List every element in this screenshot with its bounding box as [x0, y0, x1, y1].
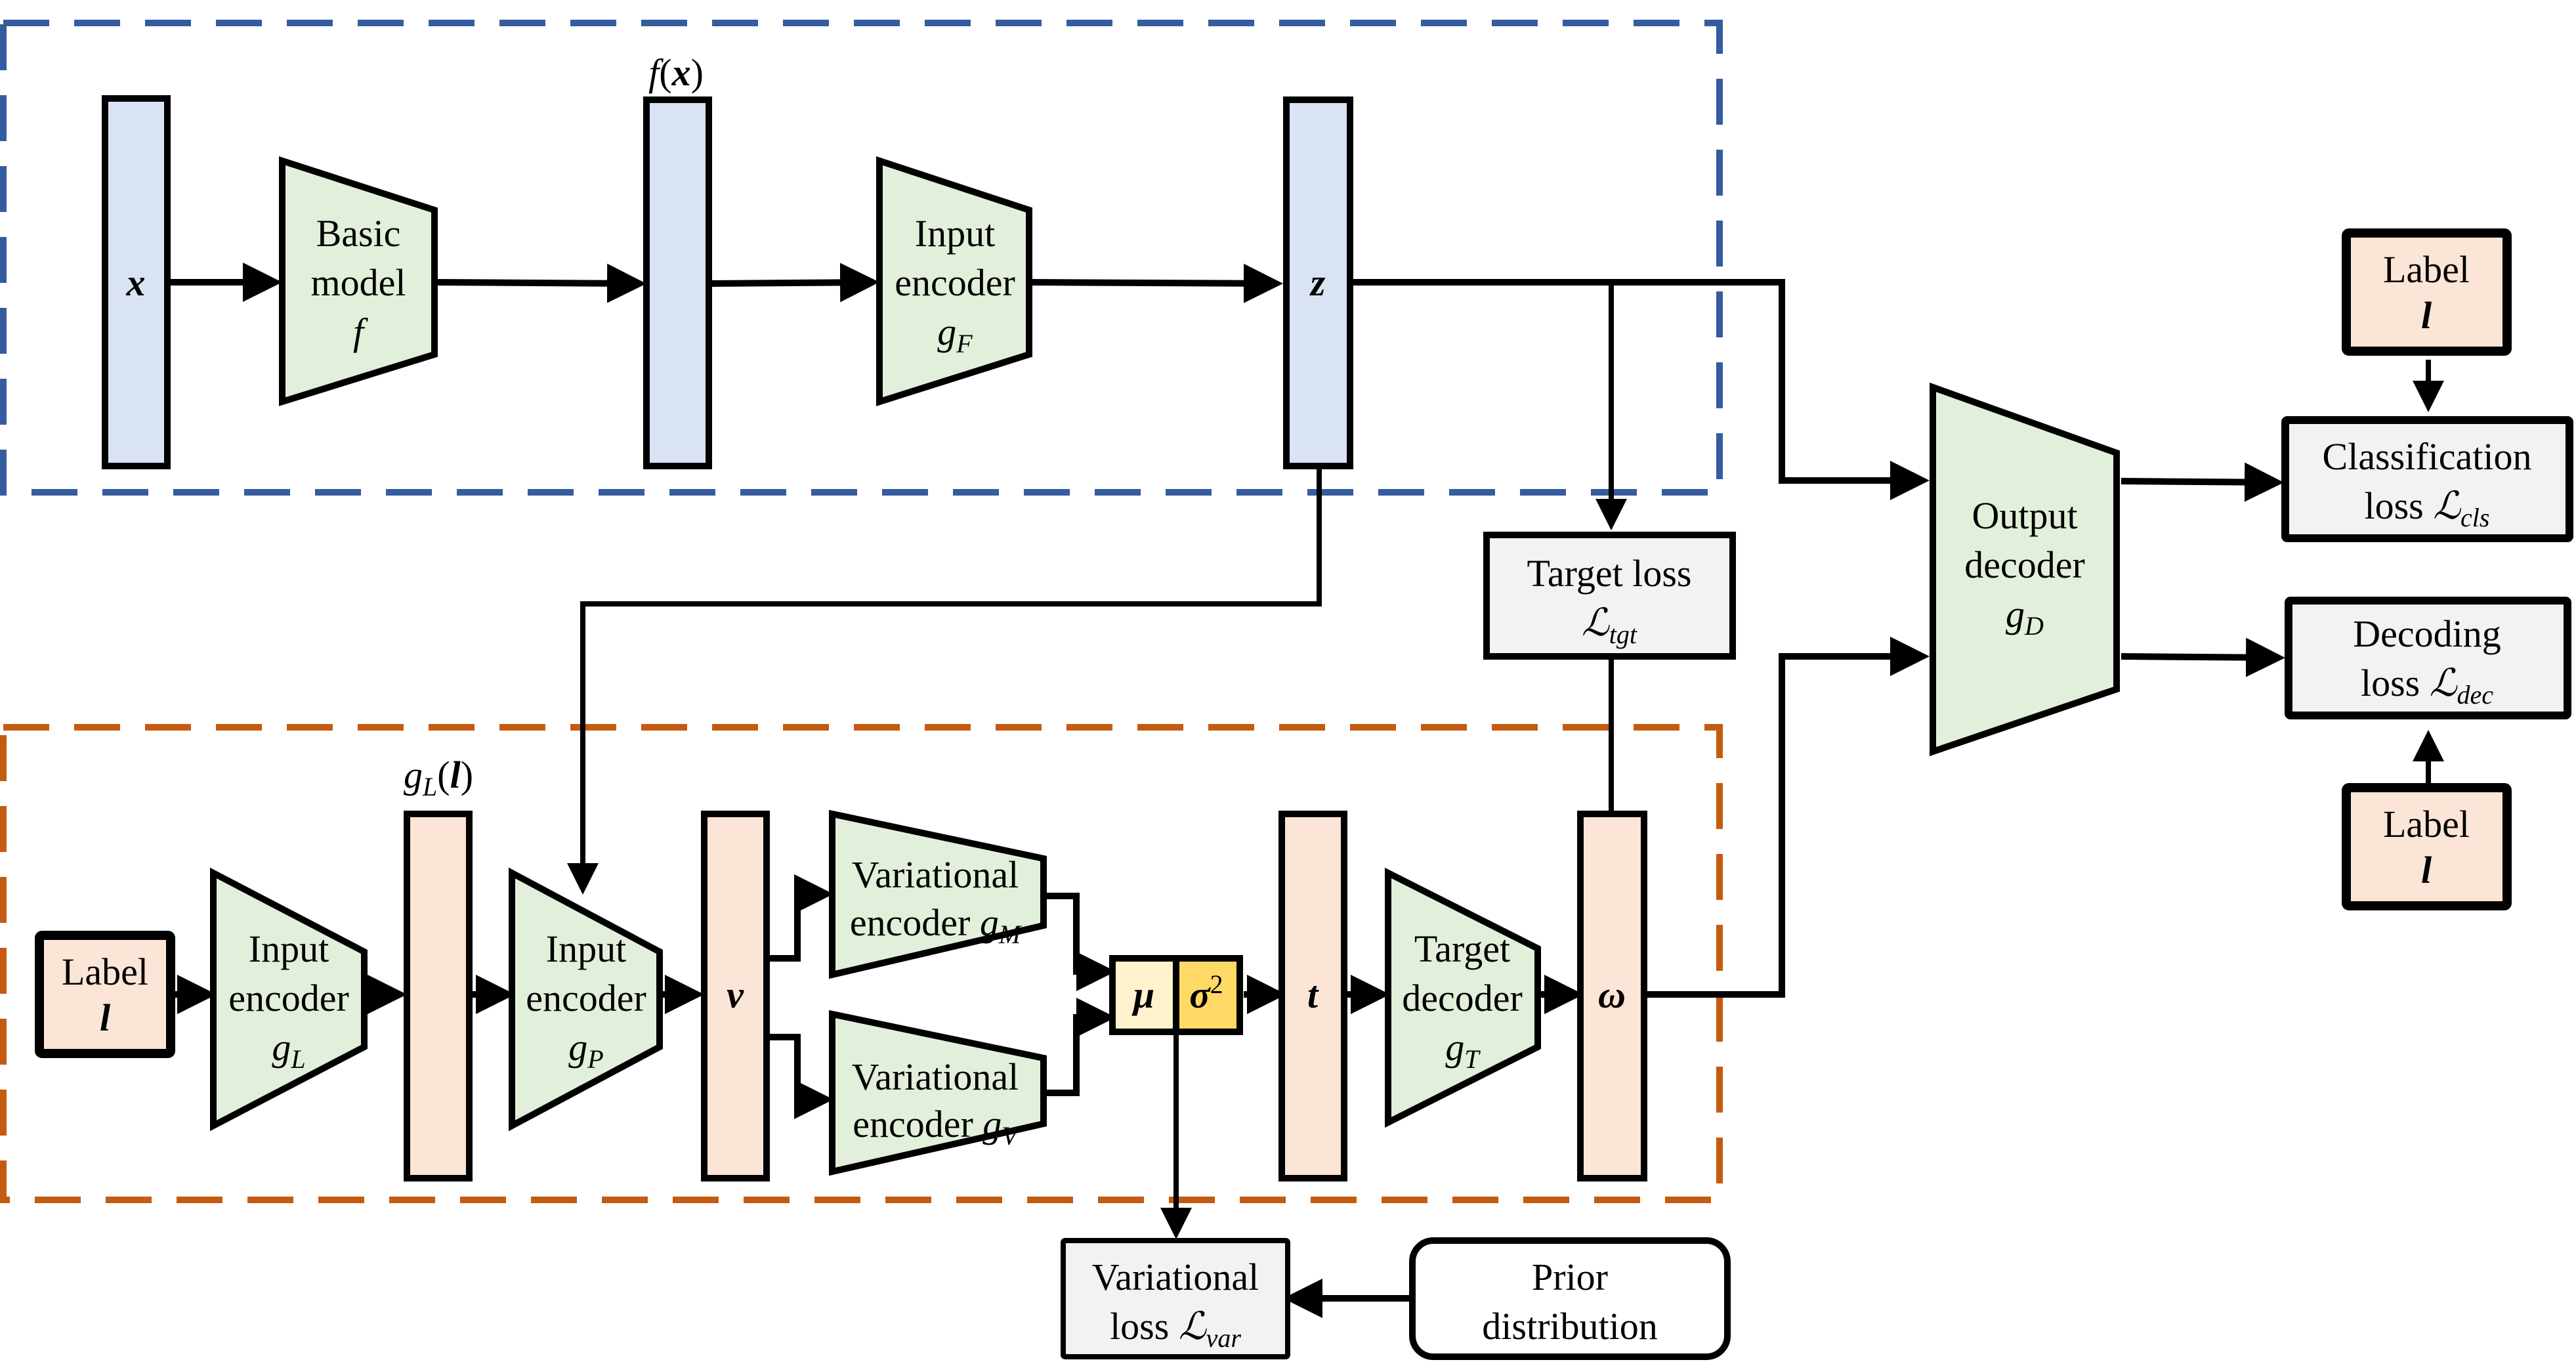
line-z-to-decoder-top: [1353, 279, 1930, 500]
label-branch-group: [0, 724, 1723, 1203]
label-top-line1: Label: [2383, 248, 2470, 291]
fx-caption: f(x): [648, 51, 704, 94]
input-encoder-l: Input encoder gL: [210, 867, 368, 1132]
variational-loss: Variational loss ℒvar: [1061, 1238, 1290, 1359]
varloss-line1: Variational: [1092, 1256, 1259, 1298]
x-label: x: [126, 261, 146, 304]
arrow-varm-to-mu: [1044, 893, 1116, 991]
decoding-loss: Decoding loss ℒdec: [2285, 597, 2571, 719]
input-encoder-p: Input encoder gP: [509, 867, 663, 1132]
targetdec-line2: decoder: [1402, 977, 1523, 1019]
label-left-line1: Label: [62, 950, 148, 993]
target-loss: Target loss ℒtgt: [1483, 532, 1736, 660]
varm-line1: Variational: [852, 853, 1019, 896]
output-decoder-line1: Output: [1972, 494, 2077, 537]
gl-caption: gL(l): [404, 754, 473, 801]
mu-label: μ: [1131, 973, 1154, 1016]
encp-symbol: gP: [568, 1026, 603, 1074]
encl-line2: encoder: [228, 977, 349, 1019]
mu-sigma-block: μ σ2: [1109, 955, 1243, 1035]
basic-model-line2: model: [311, 261, 406, 304]
classification-loss: Classification loss ℒcls: [2281, 416, 2573, 542]
node-fx: f(x): [643, 51, 712, 469]
node-omega: ω: [1577, 811, 1647, 1181]
label-bottom-line1: Label: [2383, 803, 2470, 845]
node-v: ν: [701, 811, 770, 1181]
line-z-to-encp: [567, 467, 1322, 895]
arrow-encf-to-z: [1028, 263, 1283, 303]
cls-loss-line1: Classification: [2323, 435, 2532, 478]
target-decoder: Target decoder gT: [1385, 867, 1541, 1128]
label-bottom-symbol: l: [2421, 849, 2432, 891]
label-left: Label l: [35, 931, 175, 1058]
node-gl: gL(l): [404, 754, 473, 1181]
basic-model: Basic model f: [279, 156, 438, 406]
varv-line2: encoder gV: [853, 1103, 1021, 1151]
node-z: z: [1283, 96, 1353, 469]
z-label: z: [1309, 261, 1326, 304]
encp-line1: Input: [546, 927, 626, 970]
line-omega-to-decoder-bottom: [1647, 637, 1930, 998]
connectors: [169, 263, 2444, 1318]
node-t: t: [1278, 811, 1347, 1181]
encl-symbol: gL: [272, 1026, 305, 1074]
arrow-decoder-to-cls: [2121, 462, 2284, 502]
arrow-fx-to-encf: [710, 263, 879, 303]
variational-encoder-v: Variational encoder gV: [829, 1010, 1047, 1176]
varm-line2: encoder gM: [850, 901, 1023, 949]
basic-model-line1: Basic: [316, 212, 401, 255]
dec-loss-line2: loss ℒdec: [2361, 662, 2493, 710]
varloss-line2: loss ℒvar: [1110, 1305, 1241, 1353]
target-loss-symbol: ℒtgt: [1582, 601, 1637, 649]
prior-line2: distribution: [1482, 1305, 1657, 1348]
output-decoder-symbol: gD: [2006, 593, 2044, 641]
output-decoder-line2: decoder: [1964, 543, 2085, 586]
arrow-decoder-to-dec: [2121, 637, 2285, 677]
targetdec-symbol: gT: [1445, 1026, 1481, 1074]
targetdec-line1: Target: [1414, 927, 1510, 970]
label-top: Label l: [2342, 228, 2512, 356]
node-x: x: [102, 95, 171, 469]
encf-line1: Input: [915, 212, 995, 255]
input-encoder-f: Input encoder gF: [876, 156, 1032, 406]
arrow-v-to-varv: [768, 1034, 834, 1119]
arrow-v-to-varm: [768, 874, 834, 962]
prior-line1: Prior: [1532, 1256, 1608, 1298]
arrow-basic-to-fx: [434, 263, 646, 303]
variational-encoder-m: Variational encoder gM: [829, 809, 1047, 979]
label-left-symbol: l: [100, 996, 111, 1039]
omega-label: ω: [1598, 973, 1626, 1016]
label-bottom: Label l: [2342, 783, 2512, 910]
label-top-symbol: l: [2421, 294, 2432, 337]
output-decoder: Output decoder gD: [1930, 382, 2120, 756]
varv-line1: Variational: [852, 1055, 1019, 1098]
arrow-varv-to-mu: [1044, 998, 1116, 1096]
encf-line2: encoder: [895, 261, 1015, 304]
dec-loss-line1: Decoding: [2353, 612, 2501, 655]
prior-distribution: Prior distribution: [1409, 1237, 1731, 1360]
target-loss-line1: Target loss: [1527, 552, 1691, 595]
encf-symbol: gF: [937, 310, 973, 358]
v-label: ν: [727, 973, 744, 1016]
encp-line2: encoder: [526, 977, 646, 1019]
encl-line1: Input: [249, 927, 329, 970]
t-label: t: [1307, 973, 1319, 1016]
input-branch-group: [0, 20, 1723, 496]
sigma-label: σ2: [1189, 969, 1223, 1016]
cls-loss-line2: loss ℒcls: [2365, 484, 2490, 532]
